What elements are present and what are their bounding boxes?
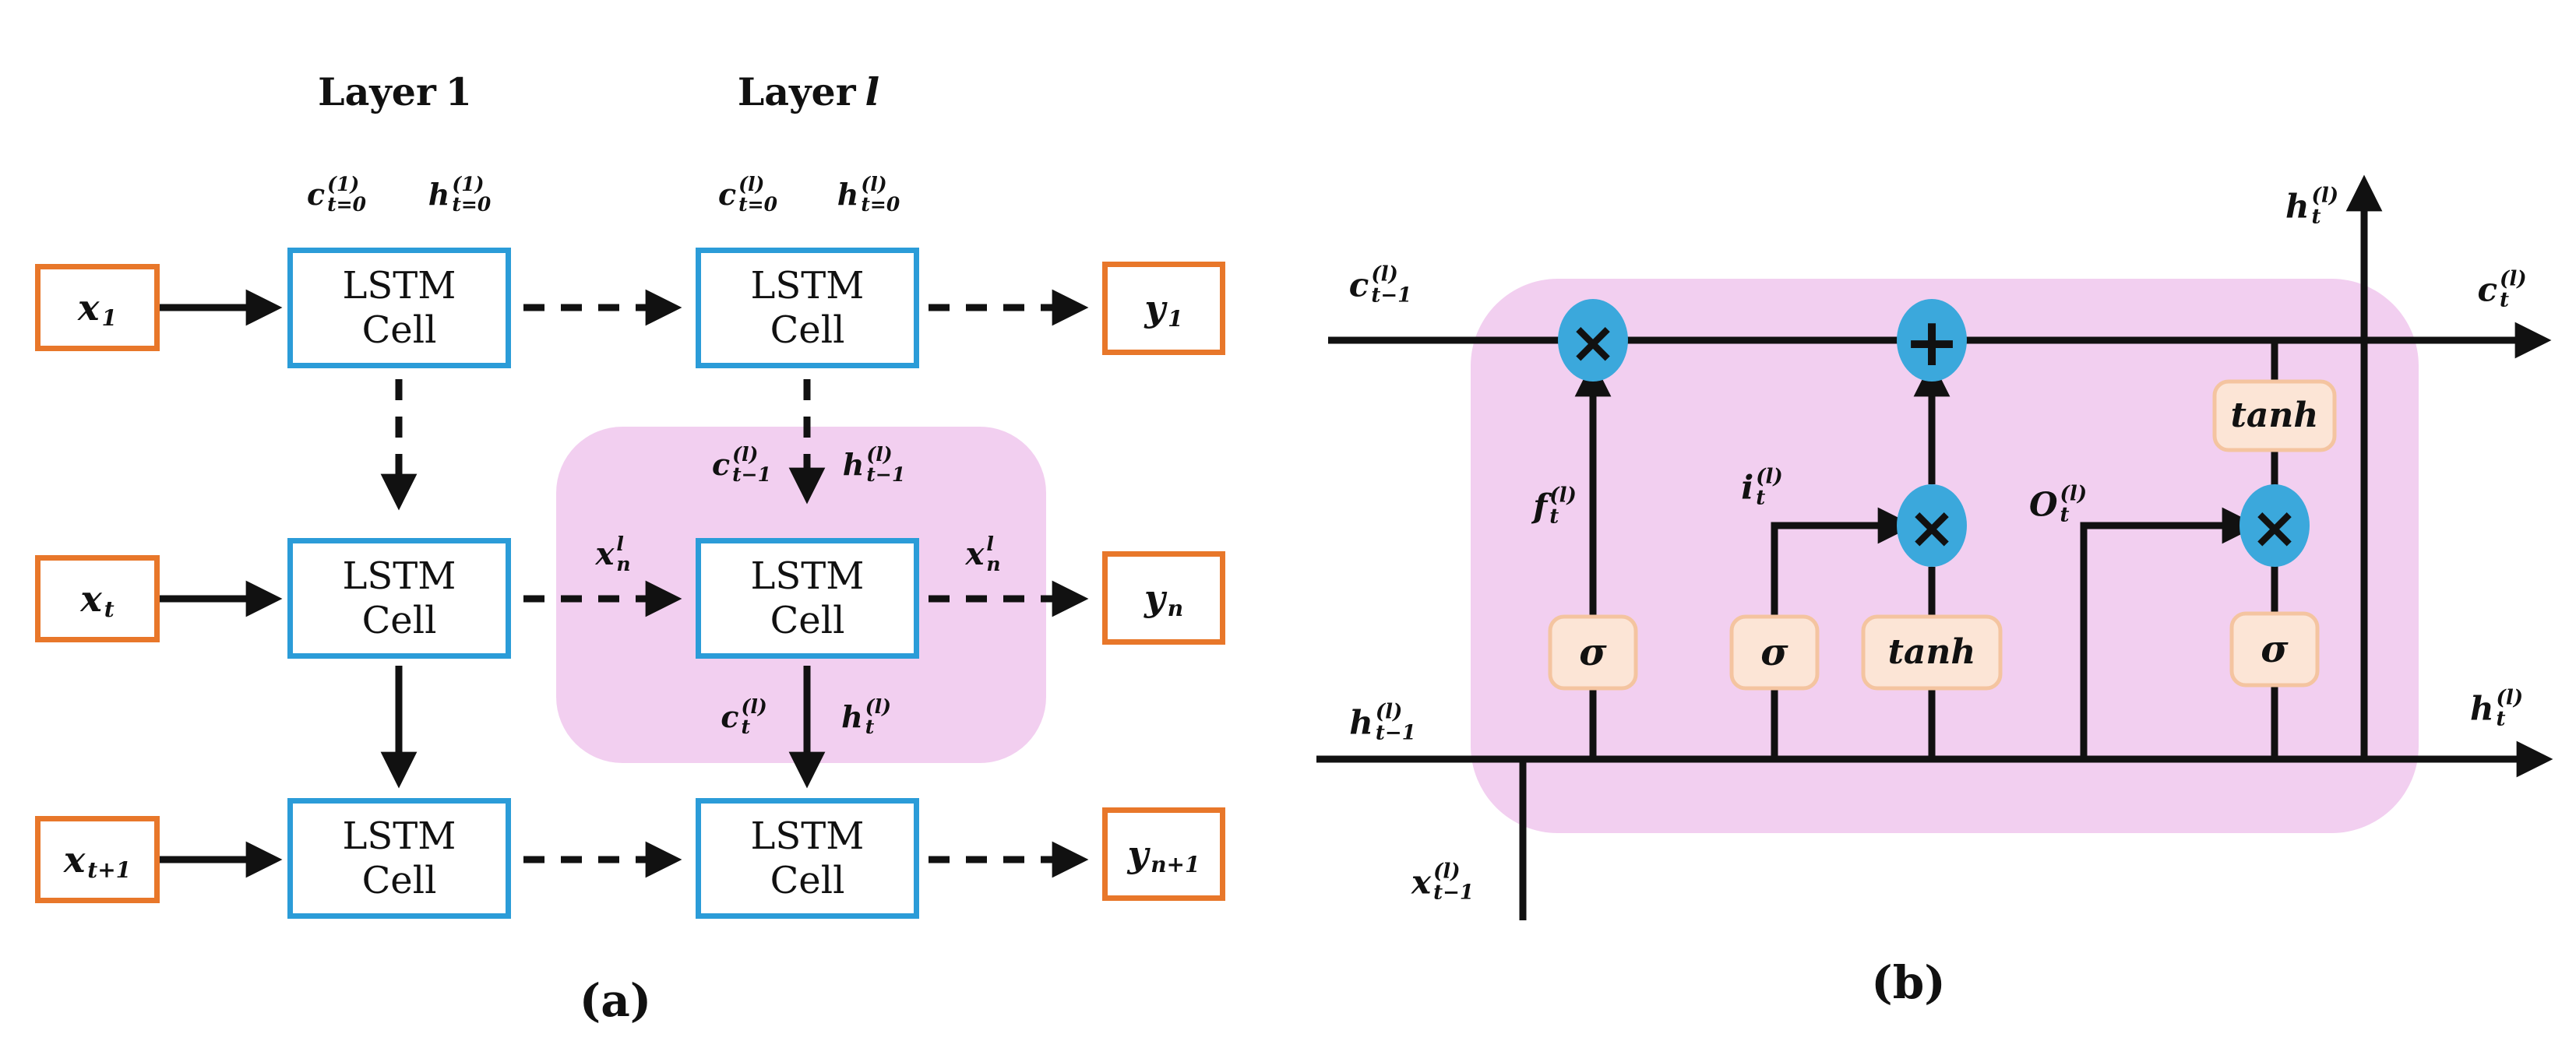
lstm-cell-layerl-row2: LSTM Cell	[696, 538, 919, 659]
figure-a-dashed-arrows	[380, 289, 1089, 878]
lstm-cell-layer1-row1: LSTM Cell	[287, 248, 511, 368]
sigma-output-box	[2229, 611, 2320, 688]
lstm-label-line2: Cell	[361, 858, 437, 902]
multiply-node-output	[2239, 484, 2310, 567]
tanh-candidate-box	[1861, 614, 2003, 691]
h-t-label-a: h (l)t	[841, 695, 891, 738]
c-prev-label-a: c (l)t−1	[711, 443, 772, 486]
figure-b-wires	[1316, 174, 2553, 920]
c-prev-label-b: c (l)t−1	[1348, 262, 1412, 307]
lstm-label-line2: Cell	[361, 308, 437, 352]
lstm-label-line2: Cell	[770, 308, 845, 352]
c-init-layerl-label: c (l)t=0	[717, 173, 778, 216]
caption-a: (a)	[579, 974, 652, 1027]
h-prev-label-a: h (l)t−1	[842, 443, 906, 486]
lstm-label-line1: LSTM	[342, 554, 456, 598]
add-icon: +	[1904, 304, 1960, 382]
output-gate-wire	[2080, 507, 2259, 759]
x-prev-label-b: x (l)t−1	[1411, 860, 1474, 904]
input-box-xt: x t	[35, 555, 160, 642]
lstm-label-line1: LSTM	[750, 814, 865, 858]
lstm-label-line1: LSTM	[750, 554, 865, 598]
output-gate-label: O (l)t	[2028, 482, 2088, 526]
multiply-node-input	[1897, 484, 1967, 567]
operator-nodes: × + × ×	[1558, 299, 2310, 567]
h-out-top-label: h (l)t	[2285, 184, 2339, 228]
sigma-input-box	[1729, 614, 1820, 691]
sigma-input-glyph: σ	[1760, 631, 1788, 674]
input-box-x1: x 1	[35, 264, 160, 351]
add-node	[1897, 299, 1967, 382]
multiply-icon: ×	[1569, 309, 1617, 376]
output-box-yn1: y n+1	[1102, 807, 1225, 901]
h-init-layer1-label: h (1)t=0	[428, 173, 492, 216]
lstm-label-line1: LSTM	[750, 263, 865, 308]
multiply-node-forget	[1558, 299, 1628, 382]
sigma-forget-box	[1548, 614, 1638, 691]
lstm-label-line2: Cell	[770, 598, 845, 642]
output-box-y1: y 1	[1102, 262, 1225, 355]
c-init-layer1-label: c (1)t=0	[306, 173, 367, 216]
c-t-label-a: c (l)t	[721, 695, 767, 738]
lstm-cell-layer1-row2: LSTM Cell	[287, 538, 511, 659]
tanh-candidate-glyph: tanh	[1887, 632, 1976, 672]
sigma-forget-glyph: σ	[1579, 631, 1607, 674]
lstm-cell-layerl-row1: LSTM Cell	[696, 248, 919, 368]
gate-boxes	[1548, 379, 2337, 691]
c-out-label: c (l)t	[2477, 267, 2527, 311]
input-gate-label: i (l)t	[1741, 465, 1783, 509]
h-prev-label-b: h (l)t−1	[1349, 700, 1416, 744]
output-box-yn: y n	[1102, 551, 1225, 645]
multiply-icon: ×	[1908, 494, 1956, 561]
sigma-output-glyph: σ	[2261, 628, 2289, 671]
forget-gate-label: f (l)t	[1533, 484, 1577, 528]
multiply-icon: ×	[2250, 494, 2299, 561]
lstm-label-line2: Cell	[770, 858, 845, 902]
h-init-layerl-label: h (l)t=0	[837, 173, 900, 216]
tanh-output-box	[2212, 379, 2337, 452]
figure-a-solid-arrows	[160, 289, 826, 878]
caption-b: (b)	[1871, 956, 1946, 1009]
lstm-cell-layerl-row3: LSTM Cell	[696, 798, 919, 919]
lstm-label-line1: LSTM	[342, 814, 456, 858]
h-out-right-label: h (l)t	[2469, 686, 2524, 730]
tanh-output-glyph: tanh	[2230, 396, 2319, 435]
lstm-label-line1: LSTM	[342, 263, 456, 308]
input-box-xt1: x t+1	[35, 816, 160, 903]
lstm-label-line2: Cell	[361, 598, 437, 642]
lstm-cell-layer1-row3: LSTM Cell	[287, 798, 511, 919]
